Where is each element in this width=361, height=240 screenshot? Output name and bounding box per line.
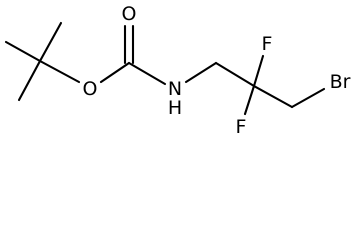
chemical-structure-diagram: O O N H F F Br: [4, 3, 351, 138]
bond-ch2-to-cf2: [214, 61, 256, 88]
ester-oxygen-label: O: [83, 78, 98, 100]
bond-cf2-to-ch2br: [252, 84, 294, 109]
bond-tbutyl-to-oxygen: [38, 59, 81, 84]
bond-cf2-to-fluorine-top: [252, 54, 265, 88]
bond-ch2br-to-bromine: [290, 87, 326, 109]
bond-tbutyl-methyl-top: [38, 21, 63, 63]
fluorine-top-label: F: [262, 33, 273, 55]
bond-tbutyl-methyl-bottom: [17, 59, 42, 102]
bromine-label: Br: [330, 71, 351, 93]
bond-carbonyl-to-nitrogen: [127, 61, 167, 86]
carbonyl-oxygen-label: O: [122, 3, 137, 25]
bond-tbutyl-methyl-upper-left: [4, 40, 42, 63]
amine-hydrogen-label: H: [168, 97, 182, 119]
bond-oxygen-to-carbonyl: [99, 61, 131, 84]
fluorine-bottom-label: F: [236, 116, 247, 138]
amine-nitrogen-label: N: [168, 78, 182, 100]
bond-cf2-to-fluorine-bottom: [243, 84, 256, 116]
bond-nitrogen-to-ch2: [184, 61, 218, 84]
